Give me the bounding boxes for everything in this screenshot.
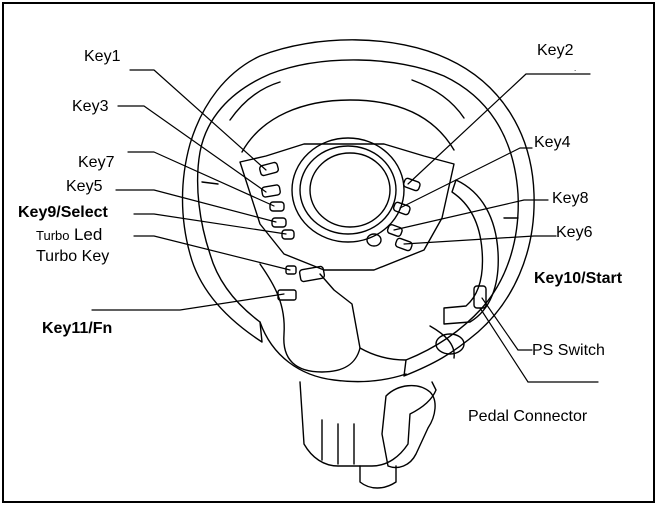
label-key2: Key2	[537, 42, 574, 59]
button-key2	[402, 177, 421, 192]
left-lower-spoke	[259, 263, 361, 373]
label-key10: Key10	[534, 270, 582, 287]
rim-grip-top-left	[229, 81, 281, 121]
leader-key4	[399, 147, 533, 209]
center-cap-inner	[309, 152, 391, 228]
label-key9-select: Key9/Select	[18, 204, 108, 222]
label-ps-switch: PS Switch	[532, 342, 605, 359]
rim-grip-left	[201, 181, 219, 185]
label-turbo-key: Turbo Key	[36, 248, 110, 265]
mount-arm	[429, 325, 455, 359]
label-key7: Key7	[78, 154, 115, 171]
wheel-outer-rim	[181, 39, 535, 377]
leader-key1	[129, 69, 267, 171]
label-key11: Key11	[42, 320, 89, 337]
clamp-knob	[359, 465, 397, 489]
leader-key7	[127, 151, 275, 207]
label-select: /Select	[56, 204, 108, 221]
leader-key8	[393, 199, 549, 231]
button-key9	[281, 229, 295, 240]
button-key1	[258, 161, 280, 177]
leader-key5	[115, 189, 277, 223]
label-key5: Key5	[66, 178, 103, 195]
leader-pedal-connector	[479, 307, 599, 383]
label-led: Led	[73, 225, 103, 244]
center-cap-outer	[291, 137, 405, 243]
leader-key3	[117, 105, 267, 193]
clamp-screw-handle	[381, 385, 436, 469]
label-key3: Key3	[72, 98, 109, 115]
clamp-body	[299, 381, 437, 467]
label-key1: Key1	[84, 48, 121, 65]
steering-wheel-drawing	[91, 39, 599, 489]
leader-key6	[403, 235, 557, 245]
label-key6: Key6	[556, 224, 593, 241]
button-key6	[394, 237, 413, 252]
wheel-inner-top	[241, 99, 455, 153]
button-key5	[271, 217, 287, 228]
label-key10-start: Key10/Start	[534, 270, 622, 288]
diagram-frame: Key1 Key2 . Key3 Key4 Key7 Key5 Key9/Sel…	[2, 2, 655, 503]
leader-turbo-led	[133, 235, 291, 271]
label-pedal-connector: Pedal Connector	[468, 408, 588, 425]
mount-knob	[435, 333, 465, 355]
button-key8	[386, 223, 403, 237]
button-key7	[269, 201, 285, 212]
label-key11-fn: Key11/Fn	[42, 320, 112, 338]
leader-key11	[91, 293, 285, 311]
label-start: /Start	[581, 270, 623, 287]
label-key8: Key8	[552, 190, 589, 207]
label-key9: Key9	[18, 204, 57, 221]
rim-grip-top-right	[411, 79, 465, 119]
center-cap-mid	[299, 145, 397, 235]
leader-ps-switch	[481, 297, 533, 351]
turbo-led	[285, 265, 297, 275]
label-dot: .	[574, 64, 577, 73]
label-turbo-small: Turbo	[36, 228, 70, 243]
right-lower-spoke	[359, 347, 407, 361]
label-fn: /Fn	[88, 320, 113, 337]
hub-body	[239, 143, 455, 271]
button-key3	[261, 184, 281, 198]
bottom-grip	[259, 321, 407, 383]
leader-key2	[407, 73, 591, 185]
label-turbo-led: Turbo Led	[36, 226, 102, 245]
button-key10	[366, 233, 382, 247]
base-housing	[443, 179, 499, 325]
leader-key9	[133, 213, 287, 235]
label-key4: Key4	[534, 134, 571, 151]
button-key4	[392, 201, 411, 216]
turbo-key	[298, 265, 326, 283]
